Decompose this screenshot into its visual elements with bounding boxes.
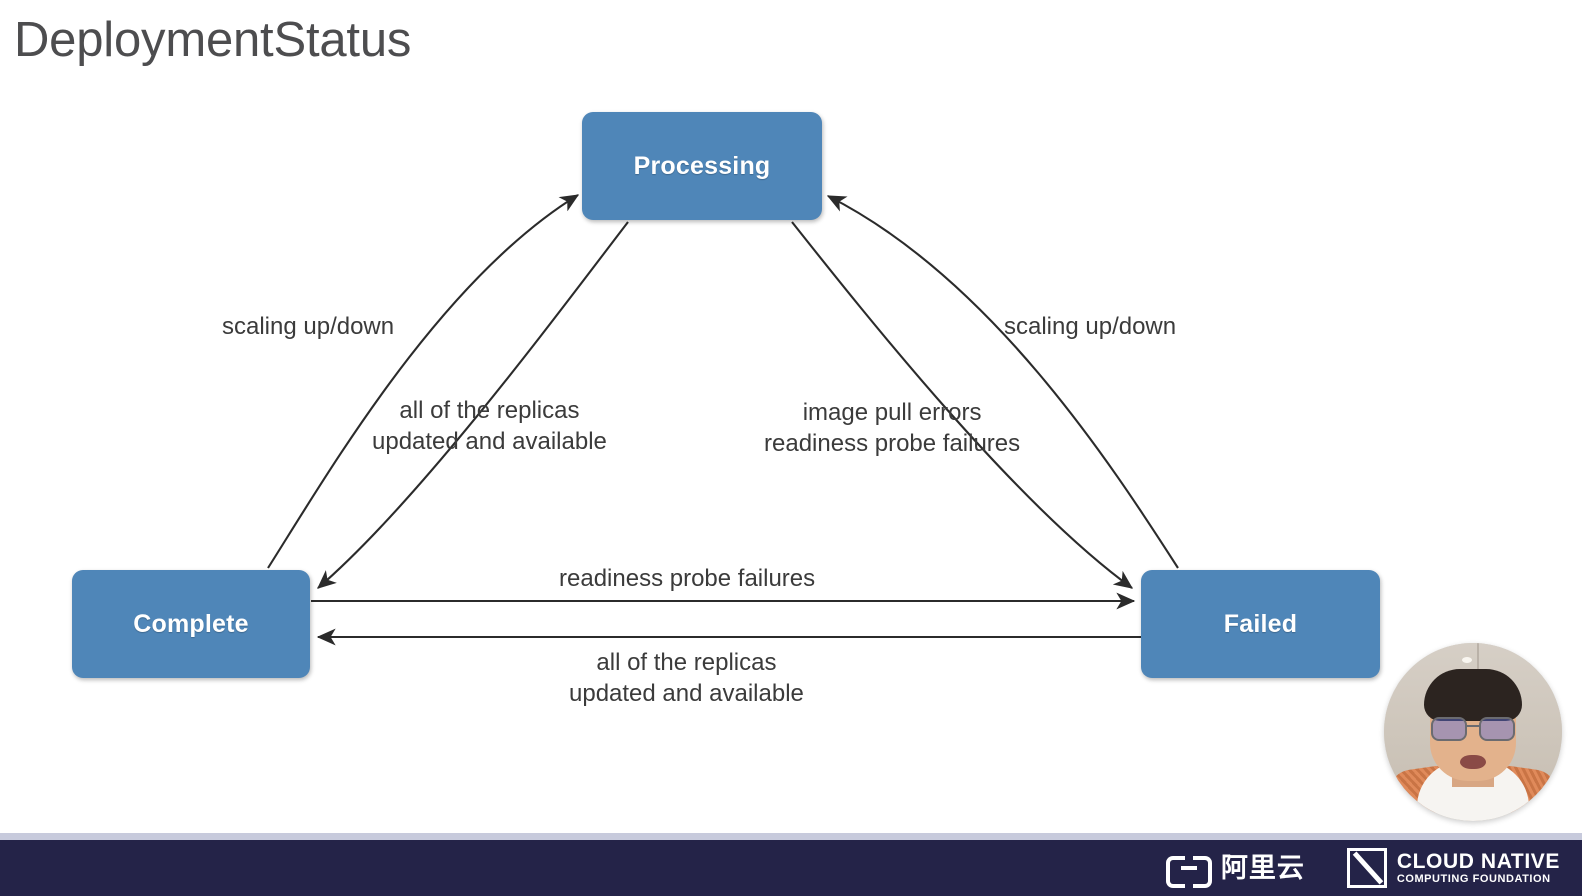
aliyun-dash — [1180, 866, 1197, 870]
edge-processing-to-failed — [791, 221, 1134, 589]
aliyun-logo-text: 阿里云 — [1220, 852, 1305, 883]
cncf-title: CLOUD NATIVE — [1396, 850, 1560, 873]
cncf-subtitle: COMPUTING FOUNDATION — [1396, 873, 1551, 885]
cncf-logo: CLOUD NATIVE COMPUTING FOUNDATION — [1346, 848, 1560, 888]
edge-processing-to-complete — [317, 221, 629, 589]
aliyun-logo: 阿里云 — [1165, 852, 1305, 888]
footer-logos: 阿里云 CLOUD NATIVE COMPUTING FOUNDATION — [1165, 840, 1560, 896]
presenter-webcam-video[interactable] — [1384, 643, 1562, 821]
webcam-lens-left — [1431, 717, 1467, 741]
webcam-mouth — [1460, 755, 1486, 769]
aliyun-bracket-left — [1165, 856, 1185, 888]
footer-separator — [0, 833, 1582, 840]
webcam-glasses-bridge — [1465, 725, 1481, 727]
cncf-logo-text: CLOUD NATIVE COMPUTING FOUNDATION — [1397, 851, 1560, 885]
state-node-complete[interactable]: Complete — [72, 570, 310, 678]
webcam-lens-right — [1479, 717, 1515, 741]
webcam-ceiling-light — [1462, 657, 1473, 664]
edge-failed-to-processing — [826, 195, 1179, 569]
aliyun-bracket-right — [1192, 856, 1212, 888]
edge-complete-to-processing — [267, 194, 580, 569]
glasses-icon — [1431, 717, 1515, 741]
state-node-failed-label: Failed — [1223, 609, 1298, 638]
aliyun-bracket-icon — [1165, 856, 1212, 888]
state-node-failed[interactable]: Failed — [1141, 570, 1380, 678]
state-node-processing[interactable]: Processing — [582, 112, 822, 220]
cncf-mark-icon — [1346, 848, 1387, 888]
webcam-hair — [1424, 669, 1522, 721]
footer-bar: 阿里云 CLOUD NATIVE COMPUTING FOUNDATION — [0, 840, 1582, 896]
page-title: DeploymentStatus — [14, 13, 412, 67]
state-node-processing-label: Processing — [633, 151, 771, 180]
diagram-edges — [267, 194, 1179, 646]
state-node-complete-label: Complete — [133, 609, 249, 638]
